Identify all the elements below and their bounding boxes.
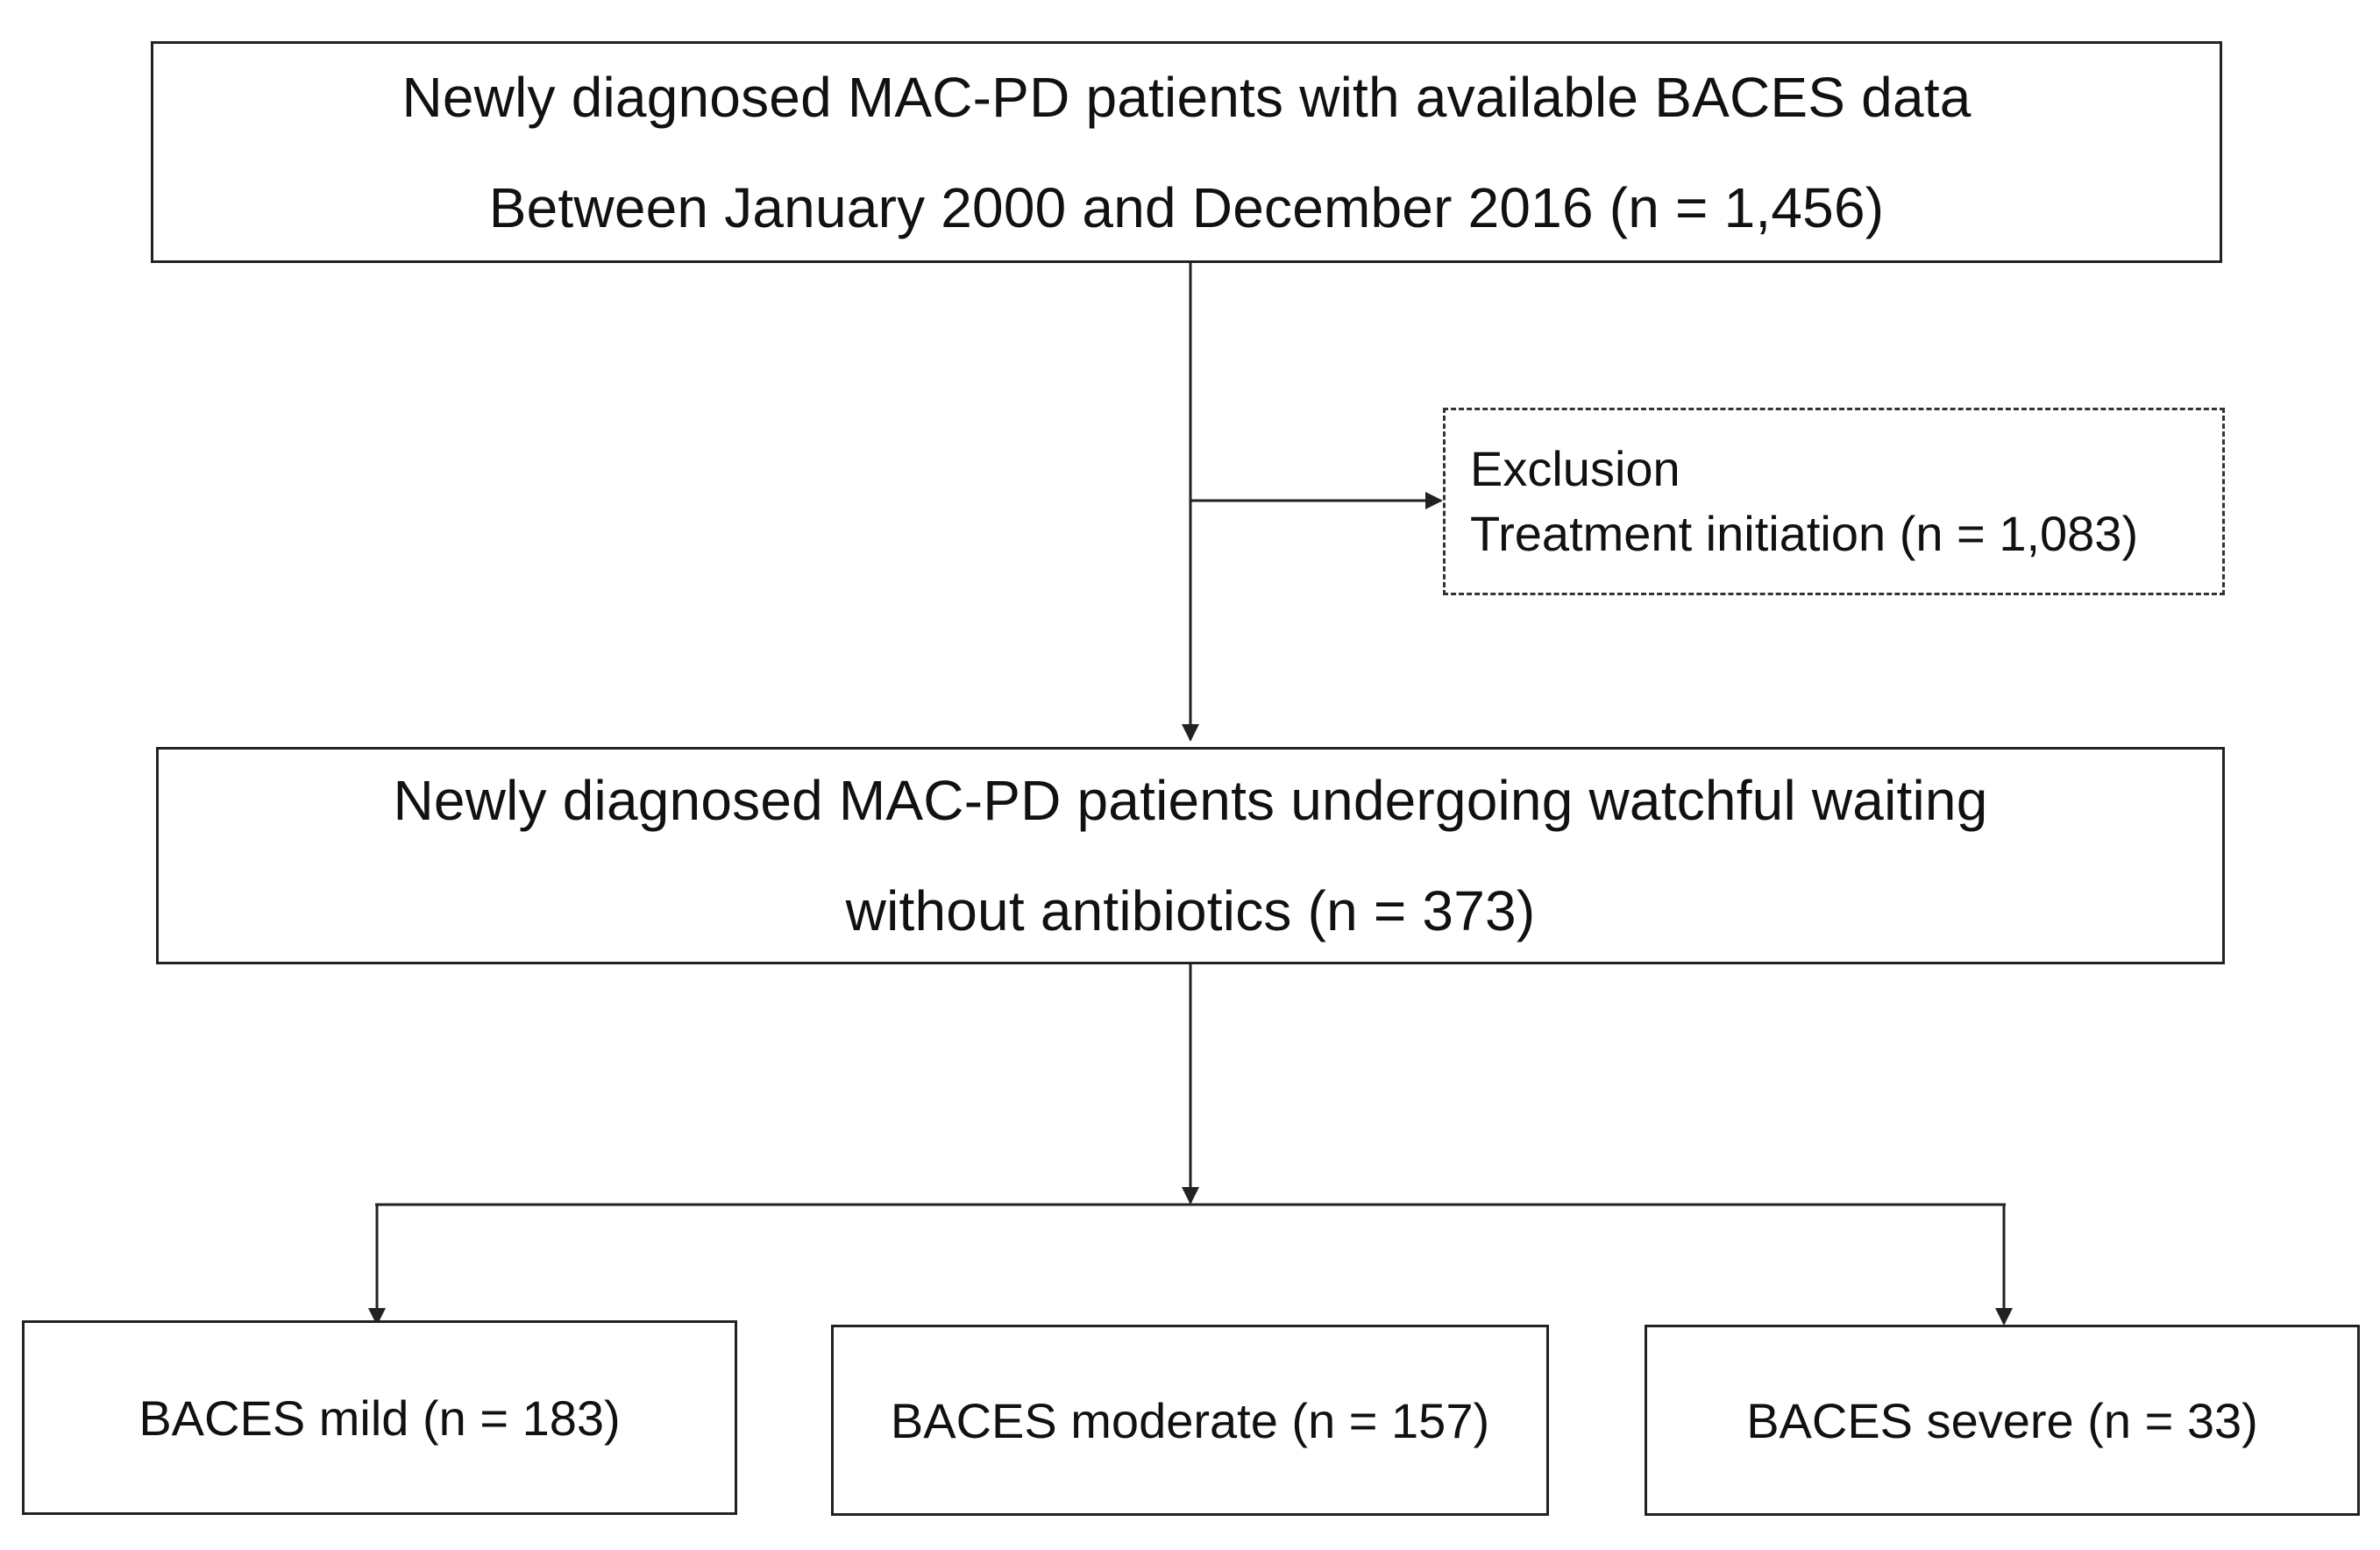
exclusion-detail: Treatment initiation (n = 1,083): [1470, 506, 2139, 561]
watchful-line-2: without antibiotics (n = 373): [845, 879, 1536, 942]
group-label-mild: BACES mild (n = 183): [139, 1390, 621, 1446]
group-label-severe: BACES severe (n = 33): [1746, 1392, 2258, 1448]
group-box-moderate: BACES moderate (n = 157): [831, 1325, 1549, 1516]
exclusion-title: Exclusion: [1470, 441, 1680, 496]
group-label-moderate: BACES moderate (n = 157): [890, 1392, 1490, 1448]
exclusion-box: Exclusion Treatment initiation (n = 1,08…: [1443, 408, 2225, 595]
cohort-line-2: Between January 2000 and December 2016 (…: [488, 175, 1885, 239]
cohort-box: Newly diagnosed MAC-PD patients with ava…: [151, 41, 2222, 263]
group-box-severe: BACES severe (n = 33): [1645, 1325, 2360, 1516]
cohort-line-1: Newly diagnosed MAC-PD patients with ava…: [401, 65, 1971, 129]
watchful-line-1: Newly diagnosed MAC-PD patients undergoi…: [393, 769, 1988, 832]
group-box-mild: BACES mild (n = 183): [22, 1320, 737, 1515]
watchful-waiting-box: Newly diagnosed MAC-PD patients undergoi…: [156, 747, 2225, 964]
